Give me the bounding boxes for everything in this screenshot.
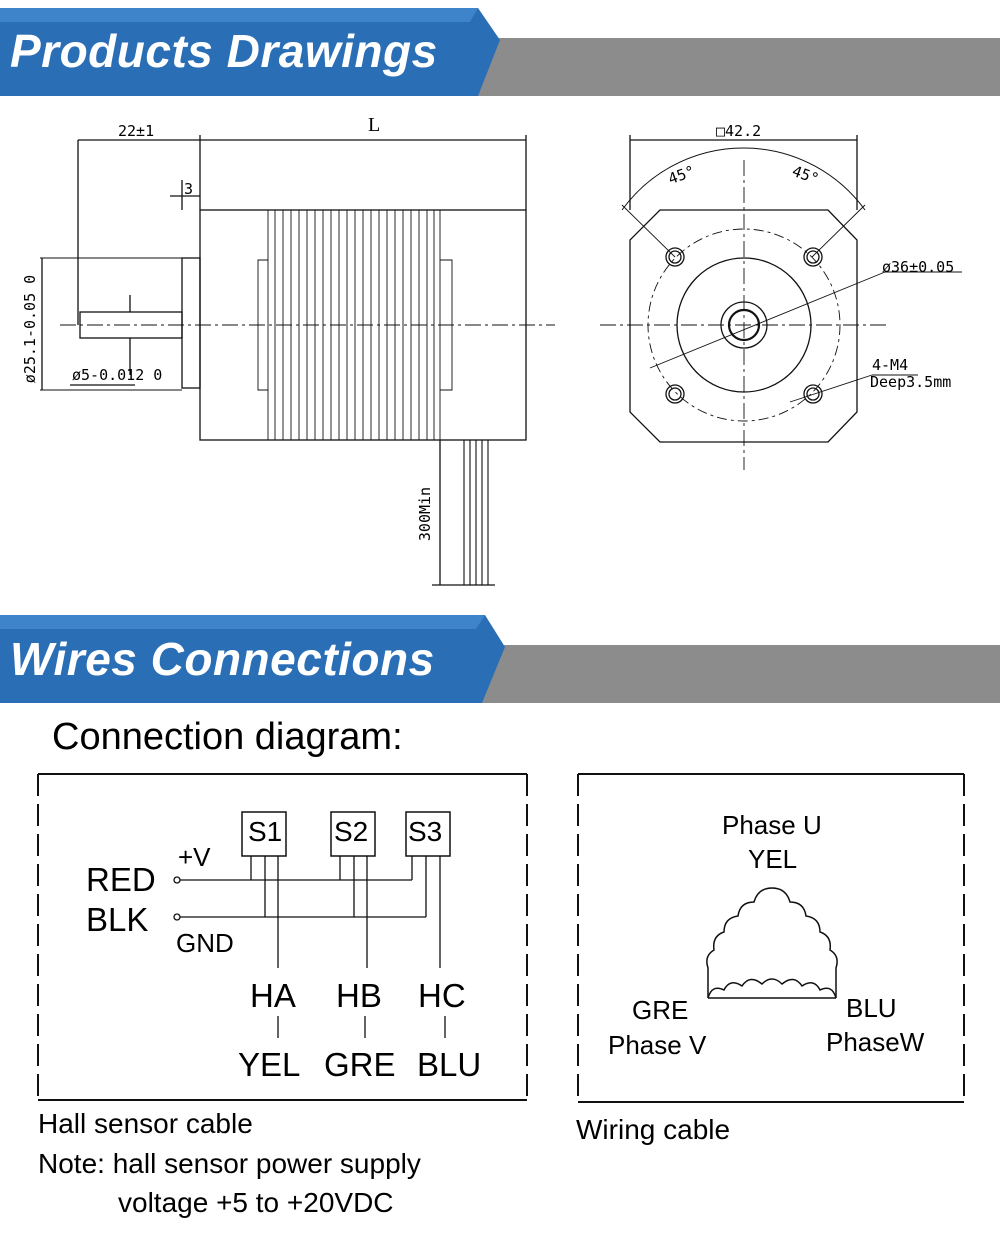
- phase-v-color: GRE: [632, 995, 689, 1025]
- wiring-box: [577, 773, 965, 1103]
- banner-shape: [0, 8, 1000, 96]
- flange-thickness-label: 3: [184, 180, 194, 198]
- section-title: Wires Connections: [10, 633, 435, 685]
- hall-cable-caption: Hall sensor cable: [38, 1108, 253, 1139]
- hall-sensor-box: [37, 773, 528, 1101]
- gre-label: GRE: [324, 1046, 396, 1083]
- square-size-label: □42.2: [716, 122, 762, 140]
- wiring-cable-caption: Wiring cable: [576, 1114, 731, 1145]
- ha-label: HA: [250, 977, 296, 1014]
- hb-label: HB: [336, 977, 382, 1014]
- bolt-circle-label: ø36±0.05: [882, 258, 955, 276]
- body-length-label: L: [368, 114, 381, 136]
- vplus-label: +V: [178, 842, 211, 872]
- note-line-2: voltage +5 to +20VDC: [118, 1187, 394, 1218]
- sensor-s2-label: S2: [334, 816, 369, 847]
- note-line-1: Note: hall sensor power supply: [38, 1148, 421, 1179]
- sensor-s1-label: S1: [248, 816, 283, 847]
- banner-shape: [0, 615, 1000, 703]
- sensor-s3-label: S3: [408, 816, 443, 847]
- wires-connections-banner: Wires Connections: [0, 607, 1000, 707]
- thread-label: 4-M4: [872, 356, 909, 374]
- phase-v-label: Phase V: [608, 1030, 707, 1060]
- products-drawings-banner: Products Drawings: [0, 0, 1000, 100]
- connection-diagrams: [37, 773, 965, 1103]
- shaft-diameter-label: ø5-0.012 0: [72, 366, 163, 384]
- phase-u-label: Phase U: [722, 810, 822, 840]
- red-wire-label: RED: [86, 861, 156, 898]
- section-title: Products Drawings: [10, 25, 438, 77]
- blu-label: BLU: [417, 1046, 482, 1083]
- front-view: [600, 135, 962, 470]
- gnd-label: GND: [176, 928, 234, 958]
- hc-label: HC: [418, 977, 466, 1014]
- dimension-drawing: [40, 135, 962, 586]
- yel-label: YEL: [238, 1046, 301, 1083]
- delta-winding-symbol: [706, 887, 838, 999]
- phase-u-color: YEL: [748, 844, 798, 874]
- shaft-length-label: 22±1: [118, 122, 155, 140]
- connection-heading: Connection diagram:: [52, 716, 403, 758]
- pilot-diameter-label: ø25.1-0.05 0: [21, 274, 40, 384]
- lead-length-label: 300Min: [416, 486, 435, 542]
- thread-depth-label: Deep3.5mm: [870, 373, 952, 391]
- side-view: [40, 135, 555, 586]
- phase-w-label: PhaseW: [826, 1027, 925, 1057]
- blk-wire-label: BLK: [86, 901, 149, 938]
- phase-w-color: BLU: [846, 993, 897, 1023]
